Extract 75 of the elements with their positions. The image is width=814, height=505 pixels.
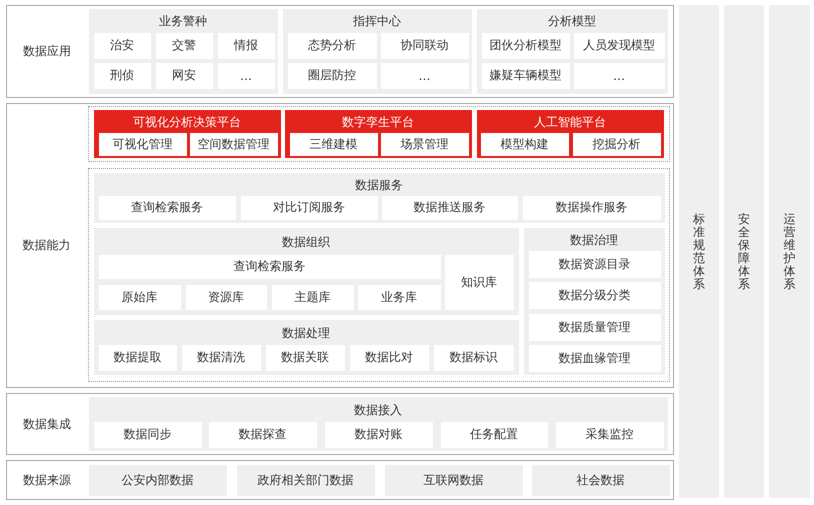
group-title: 数据治理 [570, 232, 618, 248]
module-tile: 网安 [156, 62, 212, 88]
module-tile: 主题库 [272, 284, 354, 310]
group-title: 数据处理 [282, 324, 330, 340]
module-tile: 数据操作服务 [522, 196, 660, 220]
source-tile: 公安内部数据 [88, 464, 226, 496]
module-tile: 查询检索服务 [98, 196, 236, 220]
group-title: 业务警种 [159, 13, 207, 29]
module-tile: 模型构建 [480, 132, 568, 156]
source-tile: 政府相关部门数据 [236, 464, 374, 496]
module-tile: … [218, 62, 274, 88]
group-title: 数据接入 [354, 402, 402, 418]
module-tile: 原始库 [98, 284, 180, 310]
module-tile: 嫌疑车辆模型 [482, 62, 570, 88]
dashed-container [88, 106, 670, 162]
module-tile: 情报 [218, 32, 274, 58]
module-tile: 任务配置 [440, 422, 548, 448]
module-tile: 采集监控 [556, 422, 664, 448]
module-tile: 数据质量管理 [528, 314, 660, 340]
dashed-container [88, 168, 670, 382]
module-tile: 查询检索服务 [98, 254, 440, 278]
layer-panel [6, 103, 674, 388]
layer-label: 数据能力 [22, 237, 70, 253]
platform-title: 可视化分析决策平台 [133, 114, 241, 130]
module-tile: 协同联动 [380, 32, 468, 58]
module-tile: 数据比对 [350, 344, 428, 370]
group-title: 数据服务 [355, 176, 403, 192]
module-tile: 交警 [156, 32, 212, 58]
module-tile: 知识库 [444, 254, 514, 310]
module-tile: 场景管理 [380, 132, 468, 156]
module-tile: 空间数据管理 [190, 132, 278, 156]
module-tile: 业务库 [358, 284, 440, 310]
module-tile: 数据血缘管理 [528, 344, 660, 372]
system-pillar: 安全保障体系 [724, 5, 764, 498]
platform-title: 人工智能平台 [534, 114, 606, 130]
group-title: 数据组织 [282, 234, 330, 250]
module-tile: 资源库 [186, 284, 266, 310]
module-tile: 数据提取 [98, 344, 176, 370]
module-tile: … [380, 62, 468, 88]
group-title: 分析模型 [548, 13, 596, 29]
module-tile: 人员发现模型 [574, 32, 664, 58]
module-tile: 数据对账 [324, 422, 432, 448]
module-tile: … [574, 62, 664, 88]
module-tile: 数据资源目录 [528, 250, 660, 278]
group-title: 指挥中心 [353, 13, 401, 29]
layer-panel [6, 460, 674, 500]
module-tile: 态势分析 [288, 32, 376, 58]
source-tile: 社会数据 [532, 464, 670, 496]
layer-panel [6, 393, 674, 455]
platform-panel [284, 110, 472, 158]
layer-label: 数据应用 [23, 43, 71, 59]
platform-title: 数字孪生平台 [342, 114, 414, 130]
module-tile: 团伙分析模型 [482, 32, 570, 58]
module-tile: 对比订阅服务 [240, 196, 378, 220]
module-tile: 数据关联 [266, 344, 344, 370]
module-tile: 数据分级分类 [528, 282, 660, 308]
source-tile: 互联网数据 [384, 464, 522, 496]
module-tile: 数据探查 [208, 422, 316, 448]
platform-panel [94, 110, 280, 158]
module-tile: 可视化管理 [98, 132, 186, 156]
system-pillar: 运营维护体系 [769, 5, 810, 498]
system-pillar: 标准规范体系 [679, 5, 719, 498]
module-tile: 三维建模 [290, 132, 378, 156]
module-tile: 数据推送服务 [382, 196, 518, 220]
module-tile: 数据同步 [94, 422, 202, 448]
module-tile: 挖掘分析 [572, 132, 660, 156]
module-tile: 刑侦 [94, 62, 150, 88]
module-tile: 治安 [94, 32, 150, 58]
layer-panel [6, 5, 674, 98]
module-tile: 数据清洗 [182, 344, 260, 370]
layer-label: 数据集成 [23, 416, 71, 432]
layer-label: 数据来源 [23, 472, 71, 488]
module-tile: 数据标识 [434, 344, 514, 370]
module-tile: 圈层防控 [288, 62, 376, 88]
platform-panel [476, 110, 664, 158]
